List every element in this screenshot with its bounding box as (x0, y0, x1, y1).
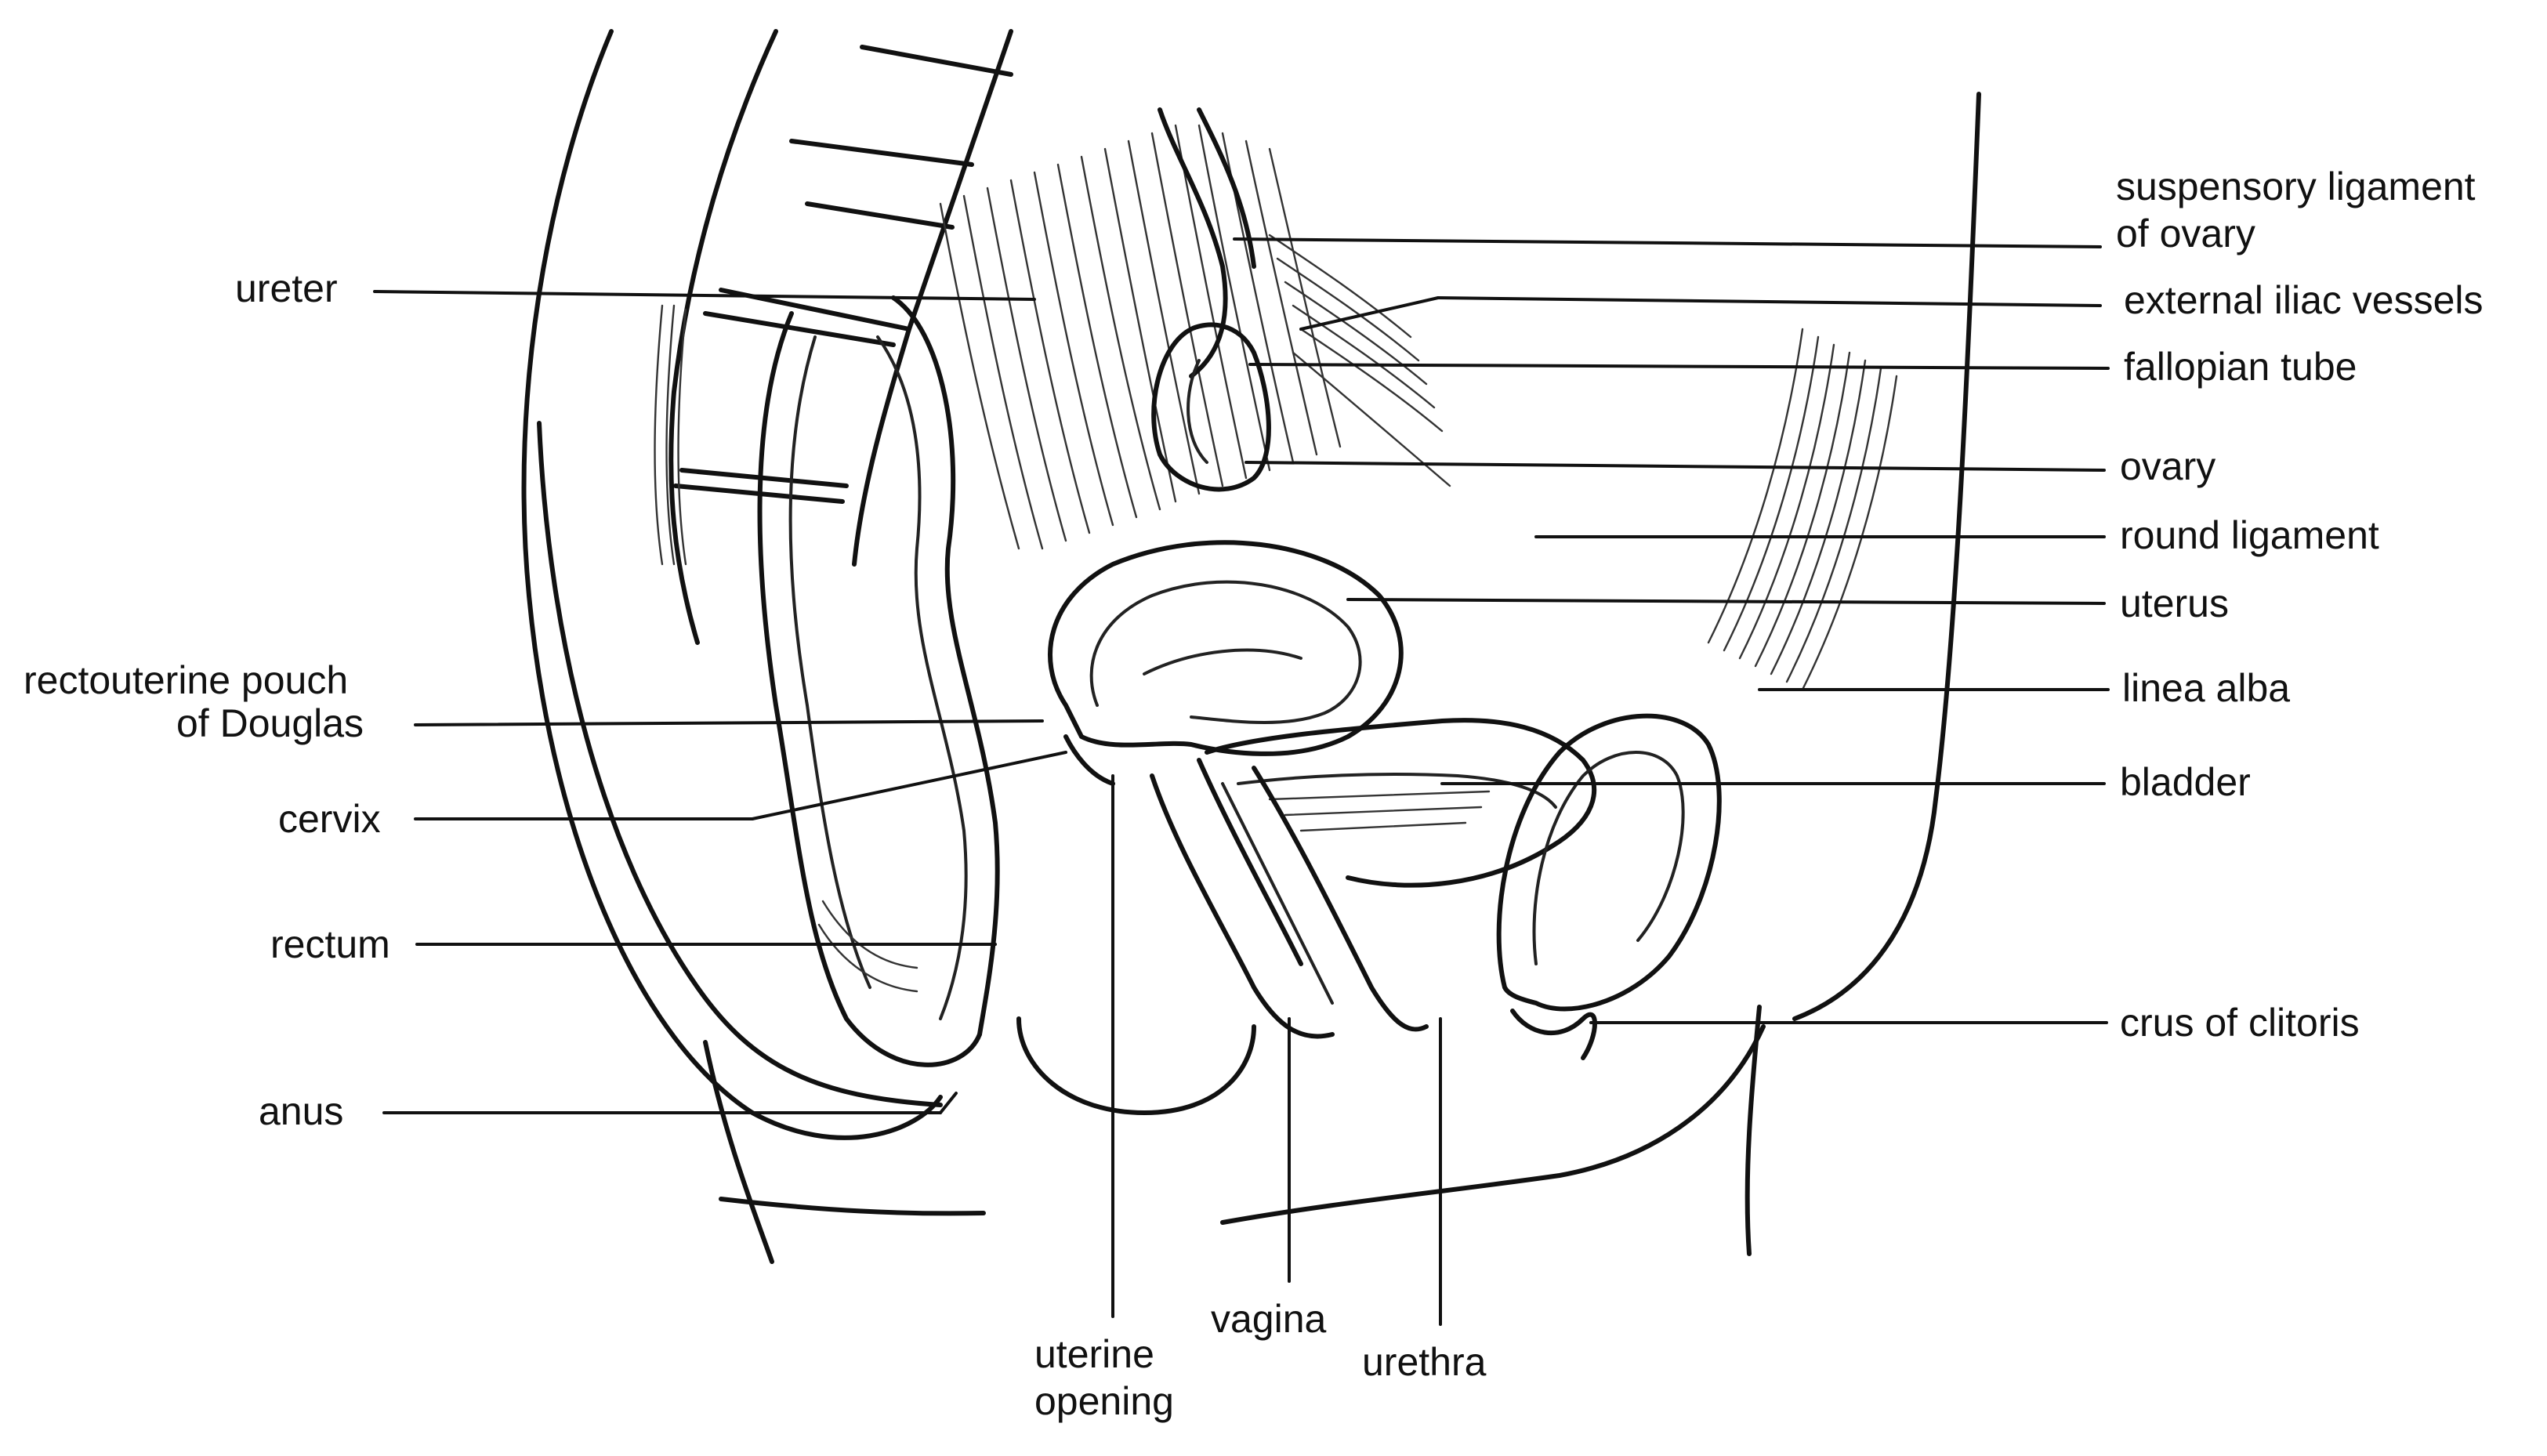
leader-rectouterine-pouch (414, 719, 1044, 726)
uterus-structure (1048, 540, 1404, 786)
label-rectum: rectum (270, 922, 390, 966)
back-contour (521, 29, 943, 1140)
pubis-structure (1496, 713, 1722, 1060)
label-bladder: bladder (2120, 760, 2251, 804)
label-linea-alba: linea alba (2122, 666, 2290, 710)
label-crus-of-clitoris: crus of clitoris (2120, 1001, 2360, 1045)
leader-anus-angled (939, 1092, 958, 1114)
adnexa-structure (1151, 107, 1451, 492)
lower-tract-structure (1016, 758, 1429, 1115)
buttock-contour (703, 1040, 774, 1264)
label-ureter: ureter (235, 266, 338, 310)
label-fallopian-tube: fallopian tube (2124, 345, 2357, 389)
leader-external-iliac-vessels (1437, 296, 2102, 307)
peritoneum-hatching (939, 124, 1342, 550)
bladder-structure (1205, 718, 1597, 888)
label-anus: anus (259, 1089, 343, 1133)
sacrum-contour (537, 421, 943, 1107)
labels: ureter rectouterine pouch of Douglas cer… (24, 165, 2484, 1423)
leader-external-iliac-vessels-angled (1299, 296, 1440, 331)
leader-ureter (373, 290, 1036, 301)
label-rectouterine-pouch-line2: of Douglas (176, 701, 364, 745)
leader-fallopian-tube (1248, 363, 2110, 370)
leader-cervix-angled (751, 751, 1067, 820)
label-vagina: vagina (1211, 1297, 1327, 1341)
label-ovary: ovary (2120, 444, 2215, 488)
label-uterine-opening-line2: opening (1034, 1379, 1174, 1423)
vertebrae (654, 29, 1013, 645)
pelvis-sagittal-drawing (521, 29, 1981, 1264)
abdominal-wall-contour (1792, 92, 1981, 1021)
label-urethra: urethra (1362, 1340, 1487, 1384)
label-suspensory-ligament-line2: of ovary (2116, 212, 2255, 255)
rectum-structure (757, 295, 1000, 1067)
label-suspensory-ligament-line1: suspensory ligament (2116, 165, 2476, 208)
abdominal-wall-hatching (1707, 328, 1898, 691)
label-rectouterine-pouch-line1: rectouterine pouch (24, 658, 348, 702)
leader-suspensory-ligament (1233, 237, 2102, 248)
label-round-ligament: round ligament (2120, 513, 2379, 557)
label-uterus: uterus (2120, 581, 2229, 625)
leader-ovary (1245, 461, 2106, 472)
label-external-iliac-vessels: external iliac vessels (2124, 278, 2484, 322)
label-uterine-opening-line1: uterine (1034, 1332, 1154, 1376)
label-cervix: cervix (278, 797, 381, 841)
leader-lines (373, 237, 2110, 1326)
leader-uterus (1346, 598, 2106, 605)
